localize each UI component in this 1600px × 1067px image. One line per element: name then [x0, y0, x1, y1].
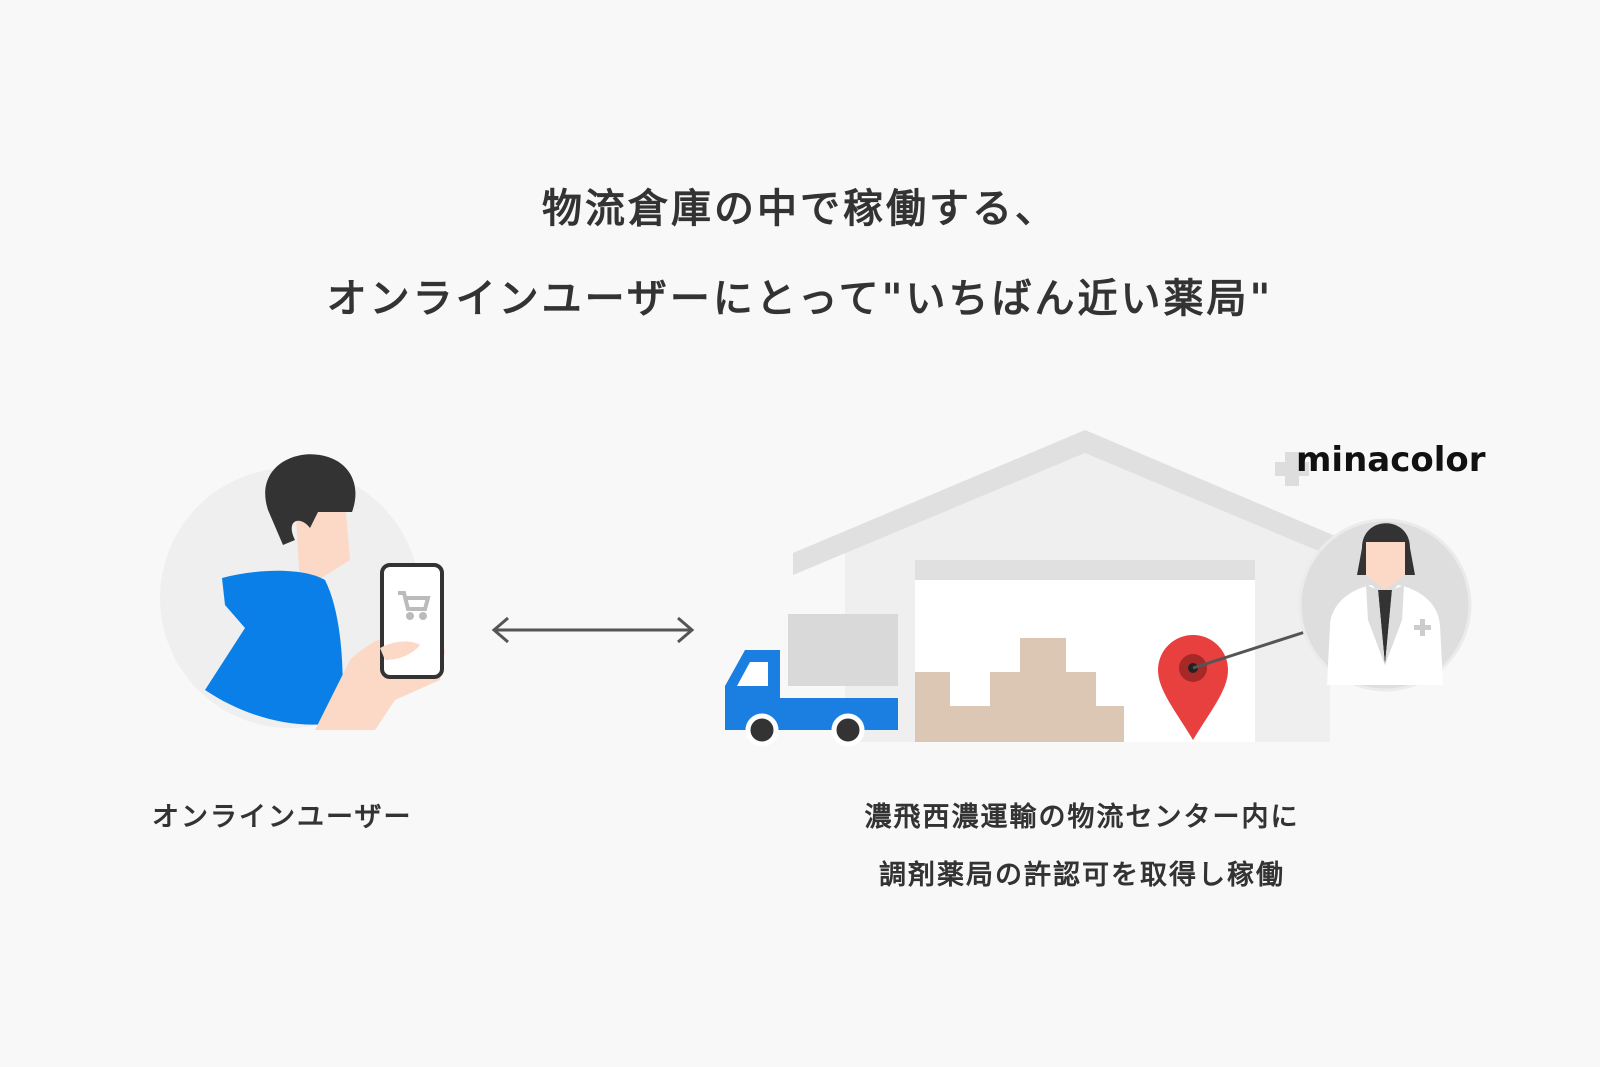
- warehouse-label-line-2: 調剤薬局の許認可を取得し稼働: [879, 860, 1285, 891]
- pharmacist-illustration: [1298, 518, 1472, 692]
- phone: [380, 563, 444, 679]
- online-user-illustration: [160, 454, 445, 730]
- cart-icon: [398, 591, 431, 620]
- headline-line-2: オンラインユーザーにとって"いちばん近い薬局": [326, 276, 1274, 322]
- truck: [725, 614, 898, 747]
- cross-icon: [1414, 619, 1431, 636]
- boxes: [915, 638, 1124, 742]
- warehouse-illustration: [725, 430, 1340, 747]
- hoodie: [205, 570, 343, 725]
- bidirectional-arrow-icon: [491, 616, 695, 644]
- minacolor-logo: minacolor: [1296, 440, 1486, 480]
- location-pin-icon: [1158, 630, 1306, 740]
- logo-cross-icon: [1275, 452, 1309, 486]
- warehouse-label-line-1: 濃飛西濃運輸の物流センター内に: [864, 802, 1300, 833]
- headline-line-1: 物流倉庫の中で稼働する、: [542, 186, 1058, 232]
- online-user-label: オンラインユーザー: [152, 802, 413, 833]
